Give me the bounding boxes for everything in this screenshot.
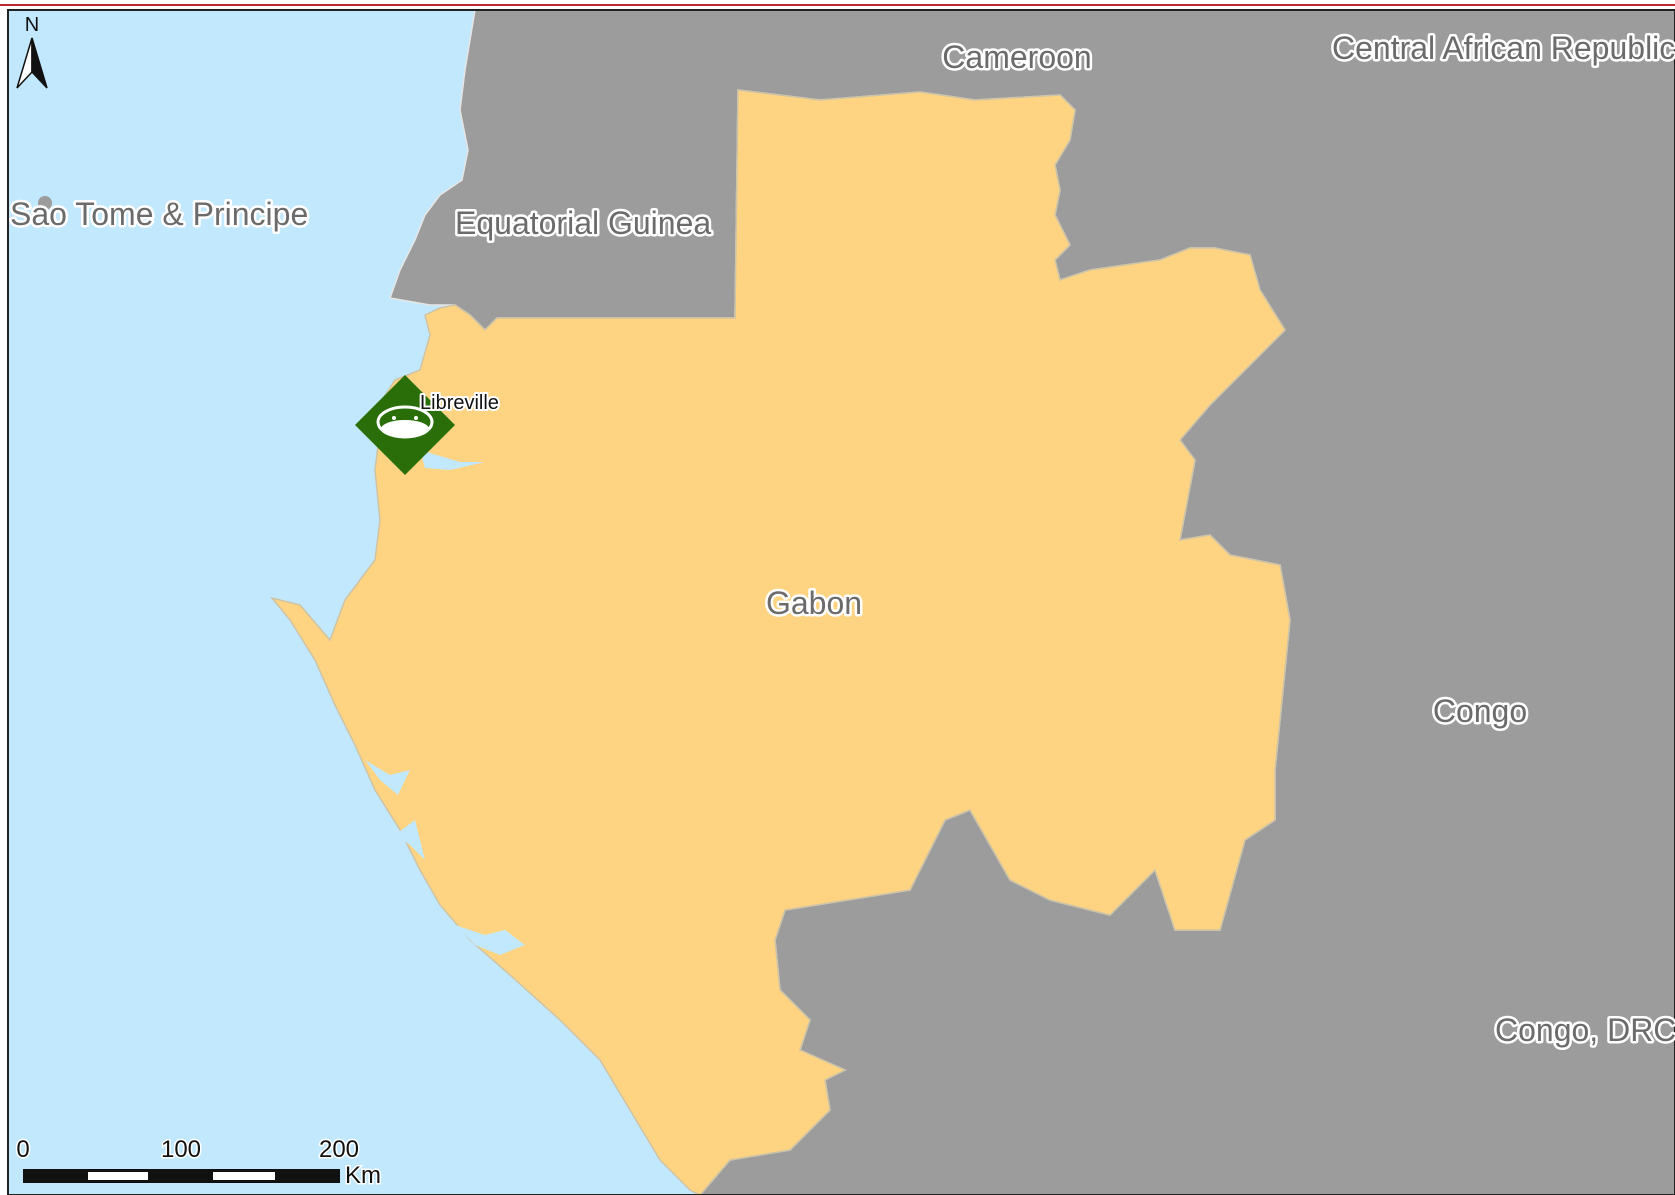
label-congo-drc: Congo, DRC <box>1495 1012 1675 1048</box>
gabon-country <box>269 89 1291 1195</box>
scale-tick-200: 200 <box>319 1136 359 1163</box>
coastal-lagoon <box>455 925 525 955</box>
scale-bar: 0 100 200 Km <box>15 1135 383 1191</box>
scale-tick-0: 0 <box>16 1136 29 1163</box>
scale-tick-100: 100 <box>161 1136 201 1163</box>
sao-tome-island <box>38 196 52 210</box>
label-equatorial-guinea: Equatorial Guinea <box>455 205 711 241</box>
north-arrow: N <box>16 14 48 89</box>
label-congo: Congo <box>1433 693 1527 729</box>
label-central-african-republic: Central African Republic <box>1332 30 1675 66</box>
label-cameroon: Cameroon <box>942 39 1091 75</box>
north-arrow-icon <box>16 37 48 89</box>
capital-city-icon <box>355 375 455 475</box>
label-sao-tome-principe: Sao Tome & Principe <box>10 196 308 232</box>
coastal-lagoon <box>420 450 485 470</box>
city-marker-libreville[interactable]: Libreville <box>355 375 501 475</box>
coastal-lagoon <box>365 760 410 795</box>
coastal-lagoon <box>395 820 425 860</box>
map-border <box>7 9 1675 1195</box>
scale-unit: Km <box>345 1162 381 1189</box>
label-gabon: Gabon <box>766 585 862 621</box>
north-label: N <box>25 14 39 36</box>
label-libreville: Libreville <box>420 392 499 414</box>
